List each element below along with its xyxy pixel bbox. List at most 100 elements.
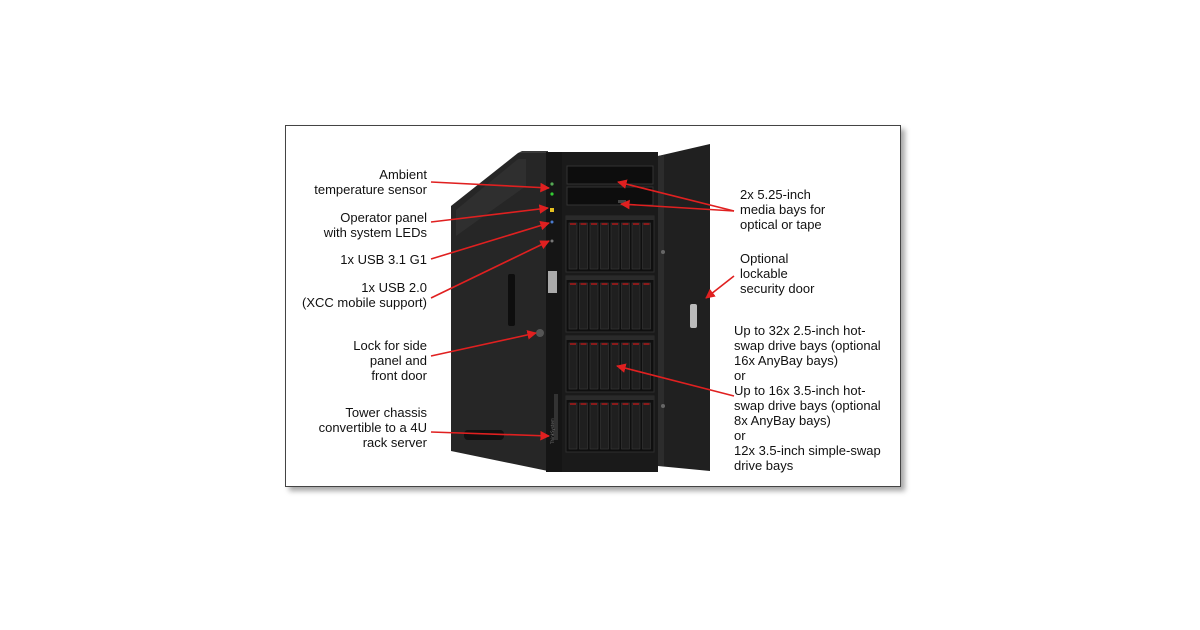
drive-release-tab <box>580 343 587 345</box>
server-illustration: ThinkSystem <box>430 144 735 472</box>
arrow-drives <box>616 363 735 397</box>
drive-bay <box>631 282 641 330</box>
drive-release-tab <box>612 403 618 405</box>
drive-release-tab <box>570 403 576 405</box>
drive-release-tab <box>633 223 639 225</box>
drive-bay <box>600 222 609 270</box>
ambient-sensor <box>550 182 554 186</box>
side-panel <box>451 153 548 471</box>
arrow-usb31 <box>430 220 550 260</box>
drive-cages <box>565 215 655 453</box>
label-drive-bays: Up to 32x 2.5-inch hot- swap drive bays … <box>734 323 881 473</box>
arrow-chassis <box>430 430 550 441</box>
drive-bay <box>568 282 578 330</box>
side-lock <box>536 329 544 337</box>
arrow-door <box>705 275 735 299</box>
drive-bay <box>568 402 578 450</box>
drive-release-tab <box>601 283 608 285</box>
arrow-operator <box>430 204 549 223</box>
drive-cage-header <box>566 216 654 220</box>
drive-bay <box>600 282 609 330</box>
drive-release-tab <box>612 343 618 345</box>
drive-release-tab <box>643 403 650 405</box>
drive-cage-header <box>566 276 654 280</box>
door-hinge-2 <box>661 404 665 408</box>
label-tower-chassis: Tower chassis convertible to a 4U rack s… <box>318 405 427 450</box>
usb31-port <box>550 220 554 224</box>
drive-release-tab <box>643 343 650 345</box>
drive-bay <box>579 222 588 270</box>
media-bay-1 <box>566 165 654 185</box>
drive-release-tab <box>591 343 597 345</box>
drive-release-tab <box>601 223 608 225</box>
arrow-lock <box>430 330 537 357</box>
drive-cage-header <box>566 336 654 340</box>
drive-bay <box>610 222 620 270</box>
drive-cage-header <box>566 396 654 400</box>
drive-bay <box>579 282 588 330</box>
drive-release-tab <box>580 223 587 225</box>
label-media-bays: 2x 5.25-inch media bays for optical or t… <box>740 187 826 232</box>
drive-bay <box>642 342 651 390</box>
drive-bay <box>600 342 609 390</box>
drive-bay <box>642 282 651 330</box>
drive-bay <box>610 282 620 330</box>
drive-release-tab <box>570 283 576 285</box>
front-latch <box>548 271 557 293</box>
label-operator-panel: Operator panel with system LEDs <box>323 210 427 240</box>
drive-bay <box>631 222 641 270</box>
front-bezel-strip <box>546 152 562 472</box>
drive-bay <box>589 402 599 450</box>
drive-bay <box>631 402 641 450</box>
drive-bay <box>568 222 578 270</box>
label-security-door: Optional lockable security door <box>740 251 815 296</box>
drive-release-tab <box>622 283 629 285</box>
drive-release-tab <box>591 223 597 225</box>
door-hinge-1 <box>661 250 665 254</box>
drive-release-tab <box>591 403 597 405</box>
drive-release-tab <box>570 223 576 225</box>
drive-bay <box>642 222 651 270</box>
drive-release-tab <box>643 223 650 225</box>
drive-bay <box>589 222 599 270</box>
led-yellow <box>550 208 554 212</box>
led-1 <box>550 192 554 196</box>
drive-bay <box>579 402 588 450</box>
label-usb31: 1x USB 3.1 G1 <box>340 252 427 267</box>
drive-bay <box>621 342 630 390</box>
diagram-frame: ThinkSystem Ambient temperature sensor O… <box>285 125 901 487</box>
vent <box>554 394 558 440</box>
drive-bay <box>600 402 609 450</box>
top-panel <box>518 151 548 153</box>
drive-release-tab <box>643 283 650 285</box>
door-handle <box>690 304 697 328</box>
media-bay-2 <box>566 186 654 206</box>
drive-bay <box>589 342 599 390</box>
drive-bay <box>579 342 588 390</box>
door-edge <box>658 155 664 466</box>
arrow-ambient <box>430 181 550 193</box>
drive-release-tab <box>622 343 629 345</box>
drive-release-tab <box>612 283 618 285</box>
label-ambient-sensor: Ambient temperature sensor <box>314 167 427 197</box>
arrow-media-2 <box>620 199 735 212</box>
usb20-port <box>550 239 554 243</box>
drive-release-tab <box>591 283 597 285</box>
drive-release-tab <box>601 403 608 405</box>
drive-release-tab <box>601 343 608 345</box>
drive-bay <box>589 282 599 330</box>
drive-bay <box>621 402 630 450</box>
drive-bay <box>621 222 630 270</box>
security-door <box>658 144 710 471</box>
drive-release-tab <box>633 403 639 405</box>
label-usb20: 1x USB 2.0 (XCC mobile support) <box>302 280 427 310</box>
drive-release-tab <box>633 283 639 285</box>
brand-label: ThinkSystem <box>550 418 555 445</box>
drive-bay <box>621 282 630 330</box>
arrow-usb20 <box>430 240 550 299</box>
foot-left <box>464 430 504 440</box>
drive-bay <box>610 402 620 450</box>
drive-bay <box>568 342 578 390</box>
drive-release-tab <box>580 403 587 405</box>
drive-release-tab <box>622 403 629 405</box>
